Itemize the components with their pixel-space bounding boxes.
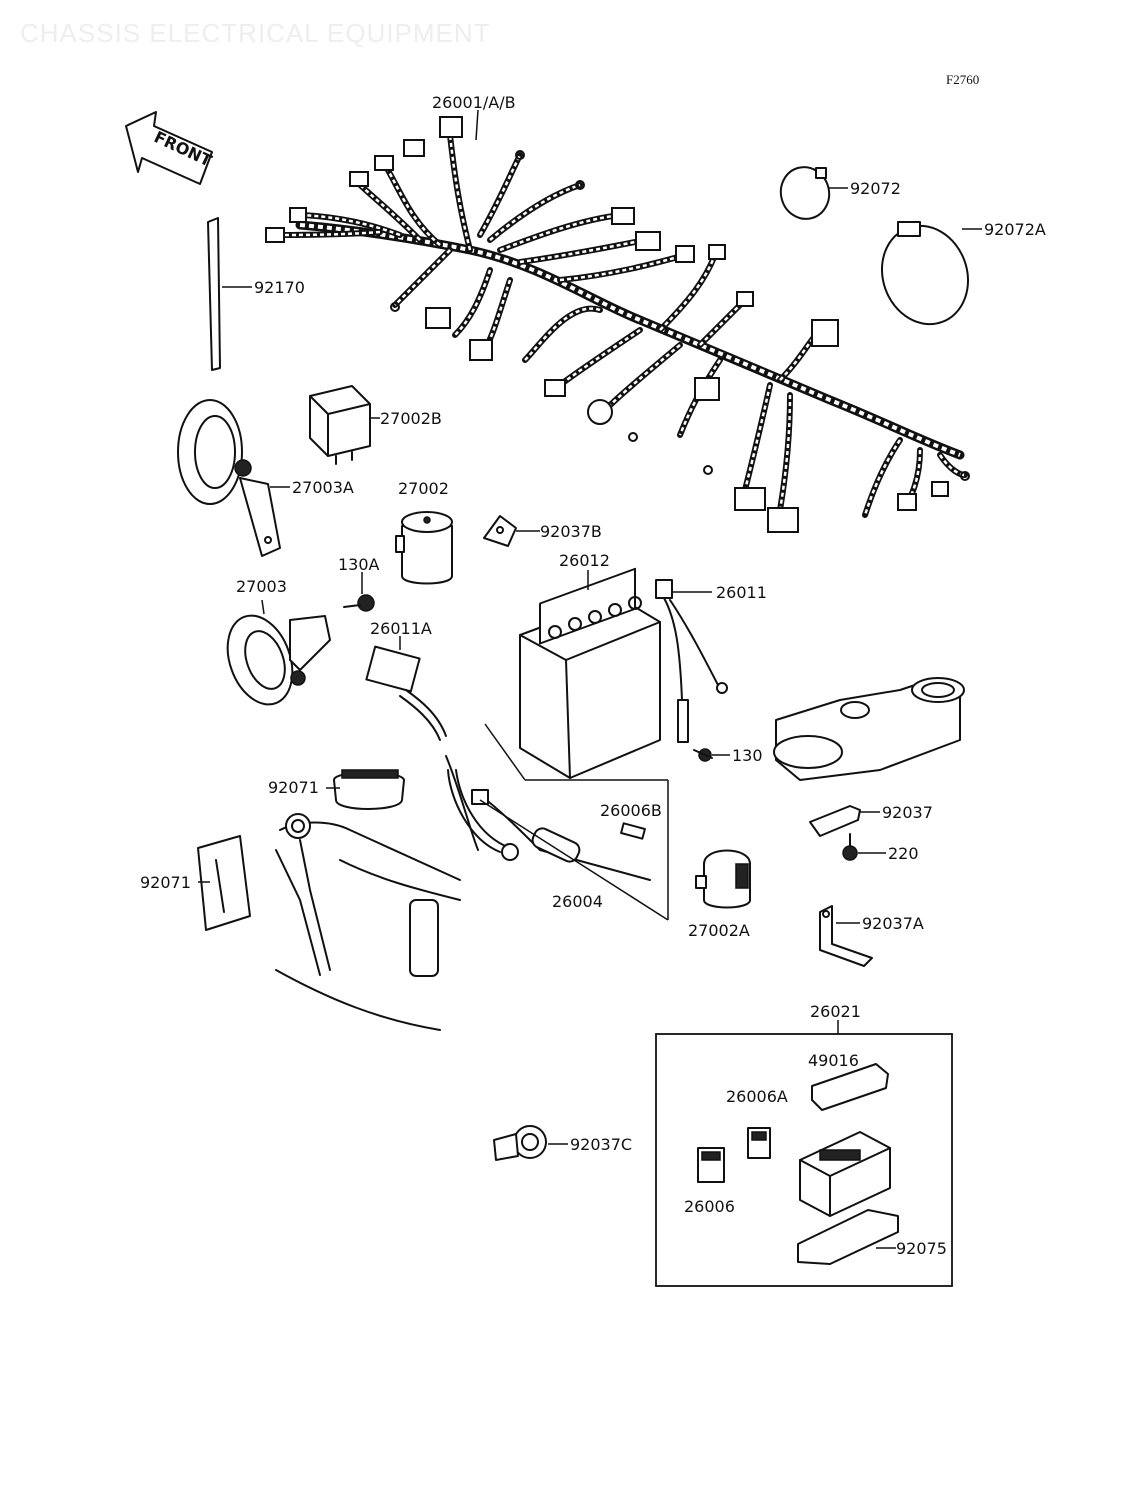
relay-27002a[interactable]	[695, 849, 751, 909]
clamp-92037b[interactable]	[483, 515, 517, 547]
bolt-220[interactable]	[842, 833, 858, 861]
cable-26011a[interactable]	[365, 645, 479, 851]
label-49016[interactable]: 49016	[808, 1051, 859, 1070]
label-92071-left[interactable]: 92071	[140, 873, 191, 892]
label-27002a[interactable]: 27002A	[688, 921, 750, 940]
ground-cable[interactable]	[447, 769, 519, 861]
clamp-92037c[interactable]	[493, 1125, 547, 1161]
lead-26011[interactable]	[655, 579, 728, 743]
label-92072a[interactable]: 92072A	[984, 220, 1046, 239]
cable-26004[interactable]	[471, 723, 669, 921]
label-92037a[interactable]: 92037A	[862, 914, 924, 933]
label-26004[interactable]: 26004	[552, 892, 603, 911]
label-26001[interactable]: 26001/A/B	[432, 93, 516, 112]
front-arrow-icon: FRONT	[125, 111, 215, 185]
label-130[interactable]: 130	[732, 746, 763, 765]
label-27002b[interactable]: 27002B	[380, 409, 442, 428]
band-92072a[interactable]	[868, 214, 981, 337]
label-92075[interactable]: 92075	[896, 1239, 947, 1258]
label-26011[interactable]: 26011	[716, 583, 767, 602]
label-92170[interactable]: 92170	[254, 278, 305, 297]
cover-92071-left[interactable]	[197, 835, 251, 931]
frame-section	[275, 813, 461, 1031]
fuse-26006a[interactable]	[747, 1127, 771, 1159]
label-26006a[interactable]: 26006A	[726, 1087, 788, 1106]
label-130a[interactable]: 130A	[338, 555, 380, 574]
label-26006[interactable]: 26006	[684, 1197, 735, 1216]
horn-27003[interactable]	[216, 607, 331, 714]
steering-bracket[interactable]	[773, 677, 965, 781]
clamp-92037[interactable]	[809, 805, 861, 837]
label-27003a[interactable]: 27003A	[292, 478, 354, 497]
label-27003[interactable]: 27003	[236, 577, 287, 596]
label-26011a[interactable]: 26011A	[370, 619, 432, 638]
battery-26012[interactable]	[519, 567, 661, 779]
page-title: CHASSIS ELECTRICAL EQUIPMENT	[20, 18, 491, 48]
label-92037[interactable]: 92037	[882, 803, 933, 822]
cover-92075[interactable]	[797, 1209, 899, 1265]
cover-49016[interactable]	[811, 1063, 889, 1111]
label-220[interactable]: 220	[888, 844, 919, 863]
cover-92071-top[interactable]	[333, 769, 405, 810]
band-92072[interactable]	[775, 162, 835, 225]
bolt-130[interactable]	[693, 748, 713, 762]
switch-27002[interactable]	[395, 511, 453, 585]
label-92037b[interactable]: 92037B	[540, 522, 602, 541]
wiring-harness[interactable]	[265, 116, 970, 533]
horn-27003a[interactable]	[177, 399, 281, 557]
fuse-26006b[interactable]	[620, 822, 646, 840]
label-92072[interactable]: 92072	[850, 179, 901, 198]
label-92071-top[interactable]: 92071	[268, 778, 319, 797]
relay-27002b[interactable]	[309, 385, 371, 465]
fuse-box-body[interactable]	[799, 1131, 891, 1217]
strap-92170[interactable]	[207, 217, 221, 371]
bracket-92037a[interactable]	[819, 905, 873, 967]
fuse-box-kit-frame	[655, 1033, 953, 1287]
label-26021[interactable]: 26021	[810, 1002, 861, 1021]
figure-code: F2760	[946, 72, 980, 87]
label-92037c[interactable]: 92037C	[570, 1135, 632, 1154]
label-27002[interactable]: 27002	[398, 479, 449, 498]
fuse-26006[interactable]	[697, 1147, 725, 1183]
bolt-130a[interactable]	[343, 594, 375, 612]
label-26006b[interactable]: 26006B	[600, 801, 662, 820]
label-26012[interactable]: 26012	[559, 551, 610, 570]
